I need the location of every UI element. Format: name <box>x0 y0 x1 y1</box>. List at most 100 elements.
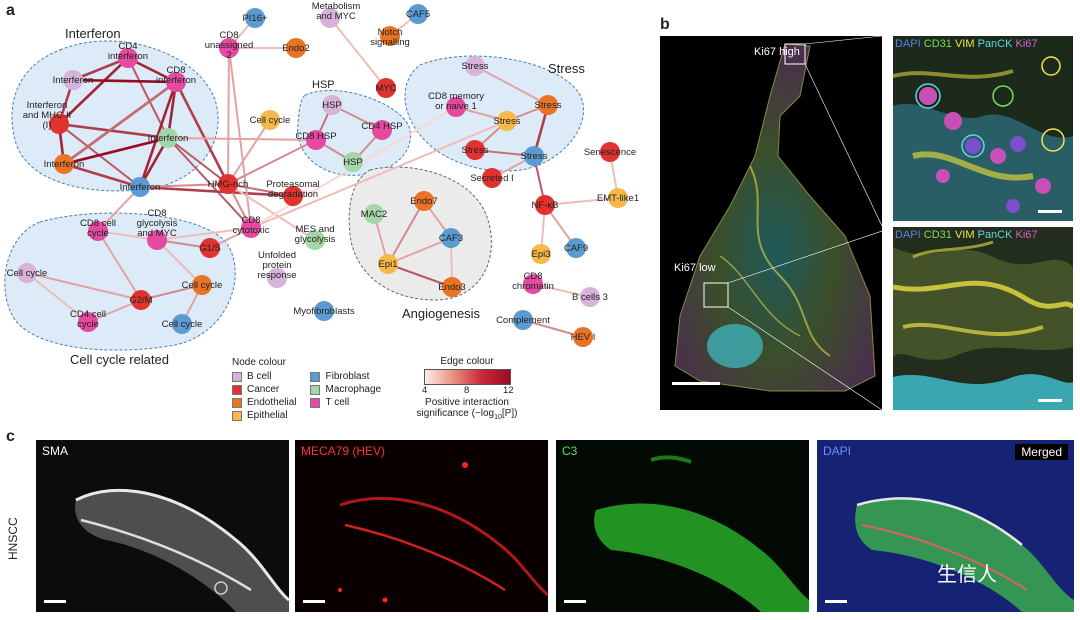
channel-cd31: CD31 <box>923 38 952 50</box>
network-edge <box>26 272 142 301</box>
network-node: Cell cycle <box>250 110 290 130</box>
network-node: CD8 HSP <box>295 130 337 150</box>
node-label: HEV I <box>571 332 596 343</box>
legend-swatch <box>232 397 242 408</box>
node-circle <box>218 174 238 194</box>
network-edge <box>227 183 294 197</box>
node-circle <box>580 287 600 307</box>
node-circle <box>524 146 544 166</box>
ki67-high-zoom: DAPI CD31 VIM PanCK Ki67 <box>893 36 1073 221</box>
legend-item: Macrophage <box>310 383 381 396</box>
scale-bar <box>1038 210 1062 213</box>
ki67-high-cells <box>893 36 1073 221</box>
node-label: G2/M <box>129 295 152 306</box>
network-node: Senescence <box>584 142 636 162</box>
node-circle <box>378 254 398 274</box>
node-circle <box>482 168 502 188</box>
node-label: Secreted I <box>470 173 513 184</box>
node-circle <box>608 188 628 208</box>
node-circle <box>305 230 325 250</box>
node-label: HMG-rich <box>208 179 249 190</box>
node-circle <box>538 95 558 115</box>
network-node: G2/M <box>129 290 153 310</box>
node-circle <box>78 312 98 332</box>
network-node: Epi3 <box>531 244 551 264</box>
legend-item: B cell <box>232 370 296 383</box>
c3-texture <box>594 455 809 612</box>
sma-image: SMA <box>36 440 289 612</box>
node-label: Stress <box>535 100 562 111</box>
node-label: G1/S <box>199 243 221 254</box>
node-label: Cell cycle <box>162 319 203 330</box>
node-circle <box>166 72 186 92</box>
node-label: Epi3 <box>531 249 550 260</box>
node-circle <box>465 140 485 160</box>
node-circle <box>380 26 400 46</box>
edge-caption: Positive interaction significance (−log <box>416 397 509 419</box>
network-node: MYC <box>375 78 397 98</box>
network-edge <box>227 139 317 185</box>
legend-swatch <box>232 371 242 382</box>
node-circle <box>245 8 265 28</box>
network-edge <box>63 81 177 165</box>
panel-letter-c: c <box>6 428 15 445</box>
edge-caption-end: [P]) <box>501 408 518 419</box>
node-label: HSP <box>322 100 342 111</box>
edge-legend-title: Edge colour <box>440 356 494 367</box>
network-edge <box>227 47 230 185</box>
legend-label: Cancer <box>247 384 280 395</box>
network-edge <box>387 237 452 265</box>
node-circle <box>147 230 167 250</box>
node-label: Stress <box>462 145 489 156</box>
network-node: Interferon <box>148 128 188 148</box>
ki67-low-zoom: DAPI CD31 VIM PanCK Ki67 <box>893 227 1073 410</box>
network-node: Cell cycle <box>162 314 203 334</box>
row-label-hnscc: HNSCC <box>6 517 20 560</box>
node-circle <box>364 204 384 224</box>
node-label: Epi1 <box>378 259 397 270</box>
legend-swatch <box>310 397 321 408</box>
legend-label: Macrophage <box>325 384 382 395</box>
node-label: HSP <box>343 157 363 168</box>
channel-vim: VIM <box>954 38 975 50</box>
node-circle <box>343 152 363 172</box>
node-label: CAF3 <box>439 233 463 244</box>
network-edge <box>139 185 294 198</box>
group-label-cell-cycle: Cell cycle related <box>70 352 169 367</box>
node-label: Stress <box>462 61 489 72</box>
dapi-label: DAPI <box>823 444 852 458</box>
network-node: Stress <box>535 95 562 115</box>
node-label: Stress <box>494 116 521 127</box>
node-circle <box>441 228 461 248</box>
network-edge <box>138 81 178 188</box>
network-node: NF-κB <box>532 195 558 215</box>
node-circle <box>260 110 280 130</box>
node-circle <box>531 244 551 264</box>
channel-panck: PanCK <box>977 229 1013 241</box>
network-node: CAF3 <box>439 228 463 248</box>
network-edge <box>26 272 89 323</box>
network-edge <box>97 186 141 232</box>
node-label: Complement <box>496 315 550 326</box>
node-circle <box>376 78 396 98</box>
legend-item: Epithelial <box>232 409 296 422</box>
scale-bar <box>564 600 586 603</box>
network-edge <box>329 17 387 89</box>
scale-bar <box>672 382 720 385</box>
network-node: CD4 HSP <box>361 120 403 140</box>
node-circle <box>442 277 462 297</box>
node-label: Interferon <box>120 182 161 193</box>
